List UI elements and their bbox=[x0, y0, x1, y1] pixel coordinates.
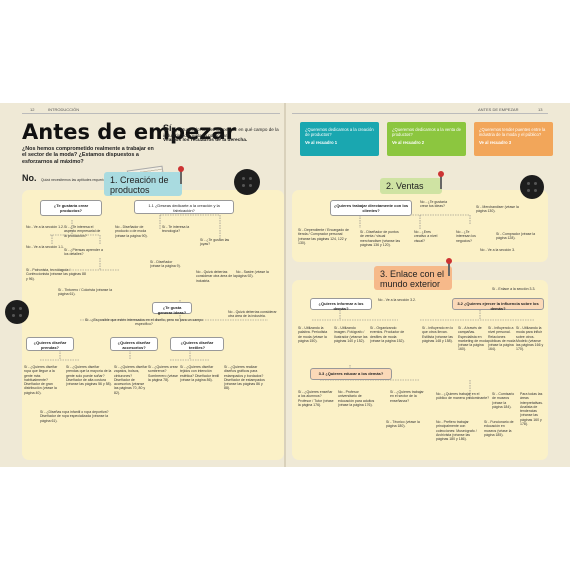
card-bridge-question: ¿Queremos tender puentes entre la indust… bbox=[479, 127, 546, 138]
q-jewelry: Sí - ¿Te gustan las joyas? bbox=[200, 238, 230, 247]
no-work: No - ¿Quieres trabajar en el público de … bbox=[436, 392, 490, 401]
no-neg: No - ¿Eres creativo a nivel visual? bbox=[414, 230, 438, 243]
si-haute: Sí - ¿Quieres diseñar zapatos, bolsos, c… bbox=[114, 365, 148, 395]
no-quiz: No - Quizá deberías considerar otra área… bbox=[228, 310, 277, 319]
intro-si-bold: Veamos los recuadros de la derecha. bbox=[163, 138, 248, 144]
no-2: No - Ve a la sección 1.1. bbox=[26, 245, 64, 249]
card-sales: ¿Queremos dedicarnos a la venta de produ… bbox=[387, 122, 466, 156]
q-generate-ideas: ¿Te gusta generar ideas? bbox=[152, 302, 192, 315]
si-pr: Sí - Influyendo a nivel personal. Relaci… bbox=[488, 326, 516, 352]
right-running-head: ANTES DE EMPEZAR bbox=[478, 107, 519, 112]
pin-icon bbox=[446, 258, 452, 276]
si-tech: Sí - Te interesa la tecnología? bbox=[162, 225, 190, 234]
no-prefer: No - Prefiero trabajar principalmente co… bbox=[436, 420, 477, 442]
right-header-rule bbox=[292, 113, 548, 114]
no-neg-2: No - ¿Te interesan los negocios? bbox=[456, 230, 476, 243]
intro-no-block: No. Quizá necesitemos las aptitudes requ… bbox=[22, 168, 112, 186]
button-decoration-center bbox=[234, 169, 260, 195]
no-s2: No - Ve a la sección 3. bbox=[480, 248, 516, 252]
si-public: No - Profesor universitario de educación… bbox=[338, 390, 375, 407]
button-decoration-right bbox=[520, 175, 544, 199]
no-design: No - Diseñador de producto o de moda (vé… bbox=[115, 225, 148, 238]
si-teach: Sí - ¿Quieres enseñar a los alumnos? Pro… bbox=[298, 390, 334, 407]
si-alternate: No - Quizá deberías considerar otra área… bbox=[196, 270, 236, 283]
q-sell: ¿Quieres trabajar directamente con los c… bbox=[330, 200, 412, 216]
no-sell: No - ¿Te gustaría crear tus ideas? bbox=[420, 200, 448, 209]
no-1: No - Ve a la sección 1.2. bbox=[26, 225, 64, 229]
q-patterns: Sí - ¿Piensas aprender a los detalles? bbox=[64, 248, 103, 257]
si-events: Sí - Organizando eventos. Productor de d… bbox=[370, 326, 405, 343]
page-gutter bbox=[284, 103, 286, 467]
side-note: Para todas las áreas interpretativas. An… bbox=[520, 392, 543, 427]
page-subtitle: ¿Nos hemos comprometido realmente a trab… bbox=[22, 146, 154, 165]
button-decoration-left bbox=[5, 300, 29, 324]
q-products: ¿Te gustaría crear productos? bbox=[40, 200, 102, 216]
intro-si-text: ¡Estupendo! Debemos pensar en qué campo … bbox=[163, 127, 279, 138]
si-buyer: Sí - Comprador (véase la página 128). bbox=[496, 232, 536, 241]
card-bridge-answer: Ve al recuadro 3 bbox=[479, 140, 512, 146]
intro-si-block: Sí.¡Estupendo! Debemos pensar en qué cam… bbox=[163, 123, 283, 144]
si-colour: Sí - Tintorero / Colorista (véanse la pá… bbox=[58, 288, 113, 297]
si-print: Sí - ¿Quieres realizar diseños gráficos … bbox=[224, 365, 265, 391]
si-pattern: Sí - Patronista, tecnólogo/a / Confeccio… bbox=[26, 268, 86, 281]
si-image: Sí - Utilizando imagen. Fotógrafo / Ilus… bbox=[334, 326, 368, 343]
left-running-head: INTRODUCCIÓN bbox=[48, 107, 80, 112]
q-design-start: 1.1 ¿Deseas dedicarte a la creación y la… bbox=[134, 200, 234, 214]
si-clothes: Sí - ¿Quieres diseñar ropa que llegue a … bbox=[24, 365, 58, 395]
q-design-clothes: ¿Quieres diseñar prendas? bbox=[26, 337, 74, 351]
q-influence: 3.2 ¿Quieres ejercer la influencia sobre… bbox=[452, 298, 544, 311]
intro-no-text: Quizá necesitemos las aptitudes requerid… bbox=[40, 178, 110, 182]
si-merch: Sí - Merchandiser (véase la página 130). bbox=[476, 205, 519, 214]
si-vis: Sí - Diseñador de puntos de venta / visu… bbox=[360, 230, 401, 247]
si-small: Sí - ¿Diseñas ropa infantil o ropa depor… bbox=[40, 410, 109, 423]
card-sales-answer: Ve al recuadro 2 bbox=[392, 140, 425, 146]
intro-no-label: No. bbox=[22, 173, 37, 183]
section-1-label: 1. Creación de productos bbox=[104, 172, 182, 196]
q-accessories: ¿Quieres diseñar accesorios? bbox=[110, 337, 158, 351]
no-sastre: No - Sastre (véase la página 92). bbox=[236, 270, 269, 279]
right-page-number: 13 bbox=[538, 107, 543, 112]
card-creation: ¿Queremos dedicarnos a la creación de pr… bbox=[300, 122, 379, 156]
si-archive: Sí - Técnico (véase la página 180). bbox=[386, 420, 420, 429]
q-inform: ¿Quieres informar a los demás? bbox=[310, 298, 372, 311]
left-header-rule bbox=[22, 113, 280, 114]
si-trend: Sí - Funcionario de educación en museos … bbox=[484, 420, 514, 437]
card-sales-question: ¿Queremos dedicarnos a la venta de produ… bbox=[392, 127, 461, 138]
si-textiles: Sí - ¿Quieres diseñar tejidos con intenc… bbox=[180, 365, 220, 382]
si-dep: Sí - Dependiente / Encargado de tienda /… bbox=[298, 228, 349, 245]
card-bridge: ¿Queremos tender puentes entre la indust… bbox=[474, 122, 553, 156]
si-curator: Sí - Comisario de museos (véase la págin… bbox=[492, 392, 515, 409]
section-3-label: 3. Enlace con el mundo exterior bbox=[374, 266, 452, 290]
q-educate: 3.3 ¿Quieres educar a los demás? bbox=[310, 368, 392, 380]
si-1: Sí - ¿Te interesa el aspecto empresarial… bbox=[64, 225, 101, 238]
pin-icon bbox=[438, 171, 444, 189]
si-clothes-2: Sí - ¿Quieres diseñar prendas que la may… bbox=[66, 365, 112, 387]
si-shoes: Sí - ¿Quieres crear sombreros? Sombrerer… bbox=[148, 365, 178, 382]
page-title: Antes de empezar bbox=[22, 120, 237, 144]
card-creation-question: ¿Queremos dedicarnos a la creación de pr… bbox=[305, 127, 374, 138]
si-possible: Sí - ¿Es posible que estén interesados e… bbox=[84, 318, 204, 327]
q-textiles: ¿Quieres diseñar textiles? bbox=[170, 337, 224, 351]
intro-si-label: Sí. bbox=[163, 123, 175, 133]
si-museum: Sí - ¿Quieres trabajar en el sector de l… bbox=[390, 390, 424, 403]
s33-note: Sí - Enlace a la sección 3.3. bbox=[492, 287, 536, 291]
pin-icon bbox=[178, 166, 184, 184]
no-s31: No - Ve a la sección 3.2. bbox=[378, 298, 416, 302]
si-model: Sí - Utilizando la moda para influir sob… bbox=[516, 326, 544, 352]
section-2-label: 2. Ventas bbox=[380, 178, 442, 194]
si-mkt: Sí - A través de campañas. Especialista … bbox=[458, 326, 488, 352]
si-ent: Sí - Diseñador (véase la página 9). bbox=[150, 260, 181, 269]
si-write: Sí - Utilizando la palabra. Periodista d… bbox=[298, 326, 328, 343]
card-creation-answer: Ve al recuadro 1 bbox=[305, 140, 338, 146]
left-page-number: 12 bbox=[30, 107, 35, 112]
si-stylist: Sí - Influyendo en lo que otros llevan. … bbox=[422, 326, 454, 343]
